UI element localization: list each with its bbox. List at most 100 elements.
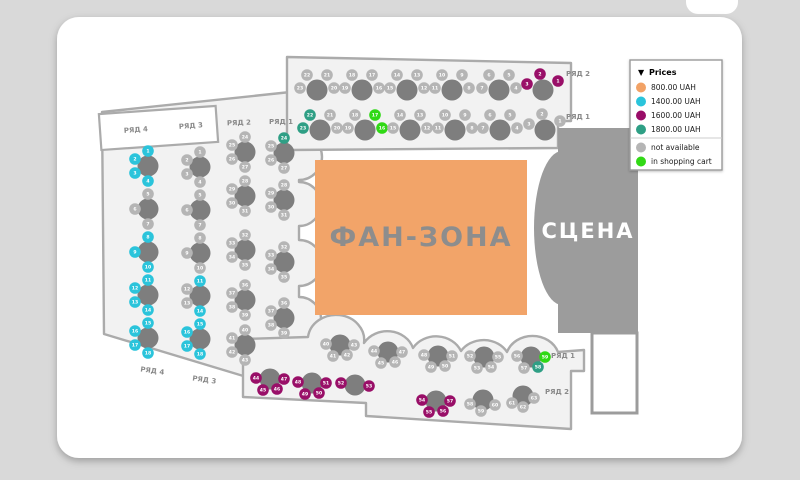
table-circle [234, 289, 256, 311]
seat-row1-58[interactable] [532, 361, 544, 373]
seat-row1-9 [459, 109, 471, 121]
row-label: РЯД 2 [545, 388, 569, 396]
seat-row2-52[interactable] [335, 377, 347, 389]
seat-row1-4 [511, 122, 523, 134]
seat-row4-7 [142, 218, 154, 230]
seat-row2-48[interactable] [292, 376, 304, 388]
seat-row4-15[interactable] [142, 317, 154, 329]
seat-row4-12[interactable] [129, 282, 141, 294]
seat-row2-53[interactable] [363, 380, 375, 392]
seat-row4-14[interactable] [142, 304, 154, 316]
seat-row2-49[interactable] [299, 388, 311, 400]
seat-row1-23[interactable] [297, 122, 309, 134]
seat-row2-45[interactable] [257, 384, 269, 396]
seat-row3-17[interactable] [181, 340, 193, 352]
seat-row2-29 [226, 183, 238, 195]
seat-row1-48 [418, 349, 430, 361]
seat-row2-51[interactable] [320, 377, 332, 389]
seat-row1-59[interactable] [539, 351, 551, 363]
seat-row4-3[interactable] [129, 167, 141, 179]
seat-row1-17[interactable] [369, 109, 381, 121]
seat-row1-52 [464, 350, 476, 362]
seat-row2-32 [239, 229, 251, 241]
seat-row3-1 [194, 146, 206, 158]
legend-price-label: 800.00 UAH [651, 83, 696, 92]
seat-row2-46[interactable] [271, 383, 283, 395]
table-circle [532, 79, 554, 101]
seat-row2-58 [464, 398, 476, 410]
seat-row4-11[interactable] [142, 274, 154, 286]
seat-row1-5 [504, 109, 516, 121]
seat-row2-27 [239, 161, 251, 173]
seat-row3-7 [194, 219, 206, 231]
seat-row1-24[interactable] [278, 132, 290, 144]
seat-row3-14[interactable] [194, 305, 206, 317]
row-label-box [97, 104, 220, 152]
seat-row1-2 [536, 108, 548, 120]
seat-row1-16[interactable] [376, 122, 388, 134]
seat-row4-1[interactable] [142, 145, 154, 157]
seat-row3-3 [181, 168, 193, 180]
seat-row2-55[interactable] [423, 406, 435, 418]
seat-row2-3[interactable] [521, 78, 533, 90]
seat-row1-11 [432, 122, 444, 134]
legend-status-label: not available [651, 143, 700, 152]
seat-row2-56[interactable] [437, 405, 449, 417]
seat-row4-2[interactable] [129, 153, 141, 165]
seat-row2-7 [476, 82, 488, 94]
row-label: РЯД 1 [551, 352, 575, 360]
seat-row1-36 [278, 297, 290, 309]
seat-row2-34 [226, 251, 238, 263]
seat-row2-36 [239, 279, 251, 291]
seat-row4-8[interactable] [142, 231, 154, 243]
seat-row2-13 [411, 69, 423, 81]
seat-row3-15[interactable] [194, 318, 206, 330]
seat-row1-29 [265, 187, 277, 199]
seat-row3-16[interactable] [181, 326, 193, 338]
seat-row3-8 [194, 232, 206, 244]
row-label: РЯД 3 [179, 121, 204, 131]
seat-row2-57[interactable] [444, 395, 456, 407]
row-label: РЯД 2 [566, 70, 590, 78]
seat-row1-13 [414, 109, 426, 121]
seat-row2-42 [226, 346, 238, 358]
seat-row4-18[interactable] [142, 347, 154, 359]
fan-zone[interactable]: ФАН-ЗОНА [315, 160, 527, 315]
table-circle [354, 119, 376, 141]
seat-row3-4 [194, 176, 206, 188]
table-circle [488, 79, 510, 101]
seat-row4-16[interactable] [129, 325, 141, 337]
seat-row2-2[interactable] [534, 68, 546, 80]
row-label: РЯД 4 [124, 125, 149, 135]
legend-collapse-icon[interactable]: ▼ [638, 68, 645, 77]
table-circle [273, 142, 295, 164]
seat-row4-10[interactable] [142, 261, 154, 273]
seat-row1-14 [394, 109, 406, 121]
table-circle [399, 119, 421, 141]
seat-row2-44[interactable] [250, 372, 262, 384]
fan-zone-label: ФАН-ЗОНА [329, 222, 512, 253]
seat-row3-18[interactable] [194, 348, 206, 360]
seat-row4-17[interactable] [129, 339, 141, 351]
seat-row4-13[interactable] [129, 296, 141, 308]
seat-row2-9 [456, 69, 468, 81]
seat-row2-21 [321, 69, 333, 81]
seat-row2-63 [528, 392, 540, 404]
table-circle [396, 79, 418, 101]
legend-price-dot [636, 82, 646, 93]
seat-row2-50[interactable] [313, 387, 325, 399]
seat-row2-4 [510, 82, 522, 94]
seat-row4-9[interactable] [129, 246, 141, 258]
seat-row2-54[interactable] [416, 394, 428, 406]
legend-status-label: in shopping cart [651, 157, 712, 166]
seat-row2-1[interactable] [552, 75, 564, 87]
seat-row1-22[interactable] [304, 109, 316, 121]
seat-row1-53 [471, 362, 483, 374]
table-circle [441, 79, 463, 101]
seat-row3-11[interactable] [194, 275, 206, 287]
seat-row2-47[interactable] [278, 373, 290, 385]
table-circle [309, 119, 331, 141]
seat-row2-59 [475, 405, 487, 417]
seat-row1-35 [278, 271, 290, 283]
seat-row4-4[interactable] [142, 175, 154, 187]
